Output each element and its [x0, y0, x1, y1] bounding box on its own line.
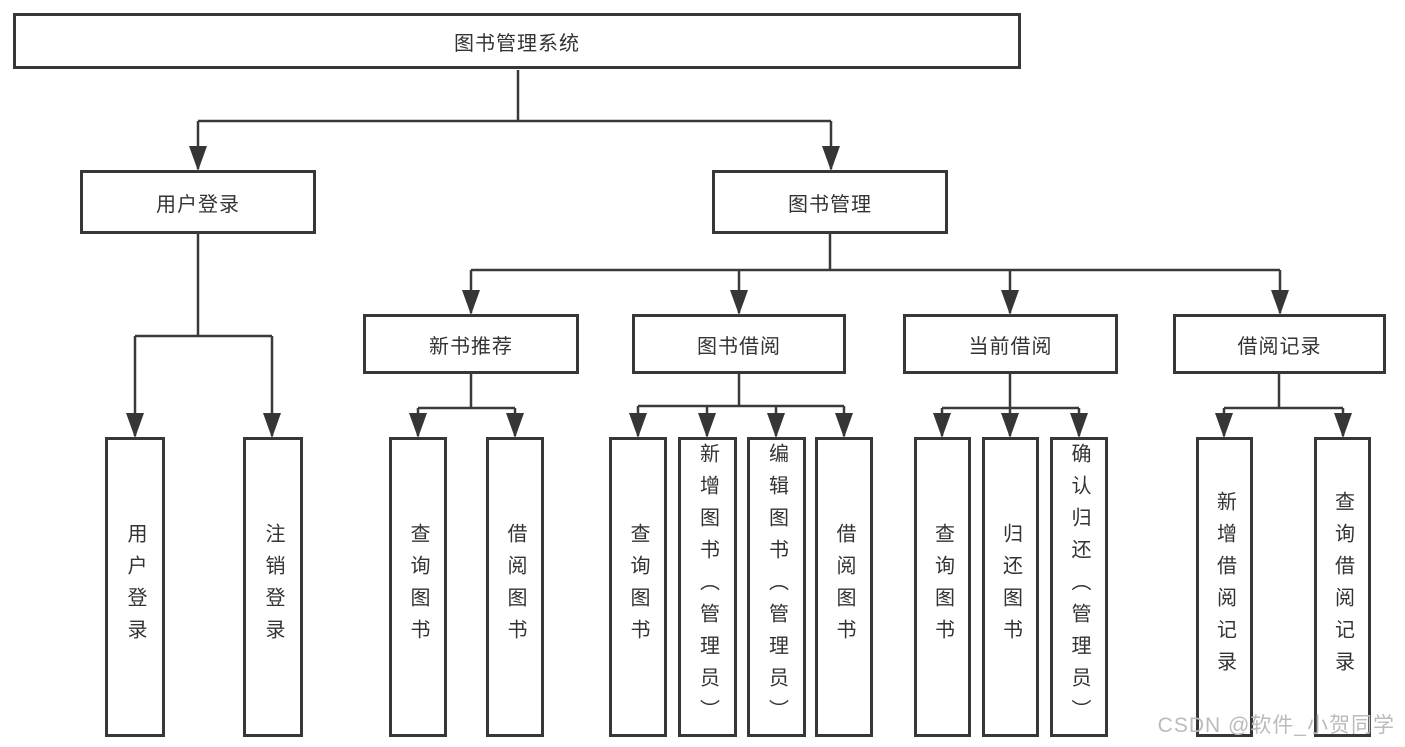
leaf-query-books-recommend: 查询图书: [389, 437, 447, 737]
leaf-add-books-admin: 新增图书（管理员）: [678, 437, 737, 737]
leaf-logout-login: 注销登录: [243, 437, 303, 737]
leaf-borrow-books-recommend: 借阅图书: [486, 437, 544, 737]
node-new-book-recommend: 新书推荐: [363, 314, 579, 374]
node-borrowing-records: 借阅记录: [1173, 314, 1386, 374]
leaf-query-books-current: 查询图书: [914, 437, 971, 737]
leaf-query-books-borrow: 查询图书: [609, 437, 667, 737]
leaf-user-login: 用户登录: [105, 437, 165, 737]
node-book-management: 图书管理: [712, 170, 948, 234]
leaf-query-borrow-record: 查询借阅记录: [1314, 437, 1371, 737]
node-root: 图书管理系统: [13, 13, 1021, 69]
watermark: CSDN @软件_小贺同学: [1157, 714, 1395, 737]
leaf-add-borrow-record: 新增借阅记录: [1196, 437, 1253, 737]
node-current-borrowing: 当前借阅: [903, 314, 1118, 374]
leaf-edit-books-admin: 编辑图书（管理员）: [747, 437, 806, 737]
leaf-return-books: 归还图书: [982, 437, 1039, 737]
leaf-borrow-books-borrow: 借阅图书: [815, 437, 873, 737]
node-book-borrowing: 图书借阅: [632, 314, 846, 374]
leaf-confirm-return-admin: 确认归还（管理员）: [1050, 437, 1108, 737]
node-user-login: 用户登录: [80, 170, 316, 234]
